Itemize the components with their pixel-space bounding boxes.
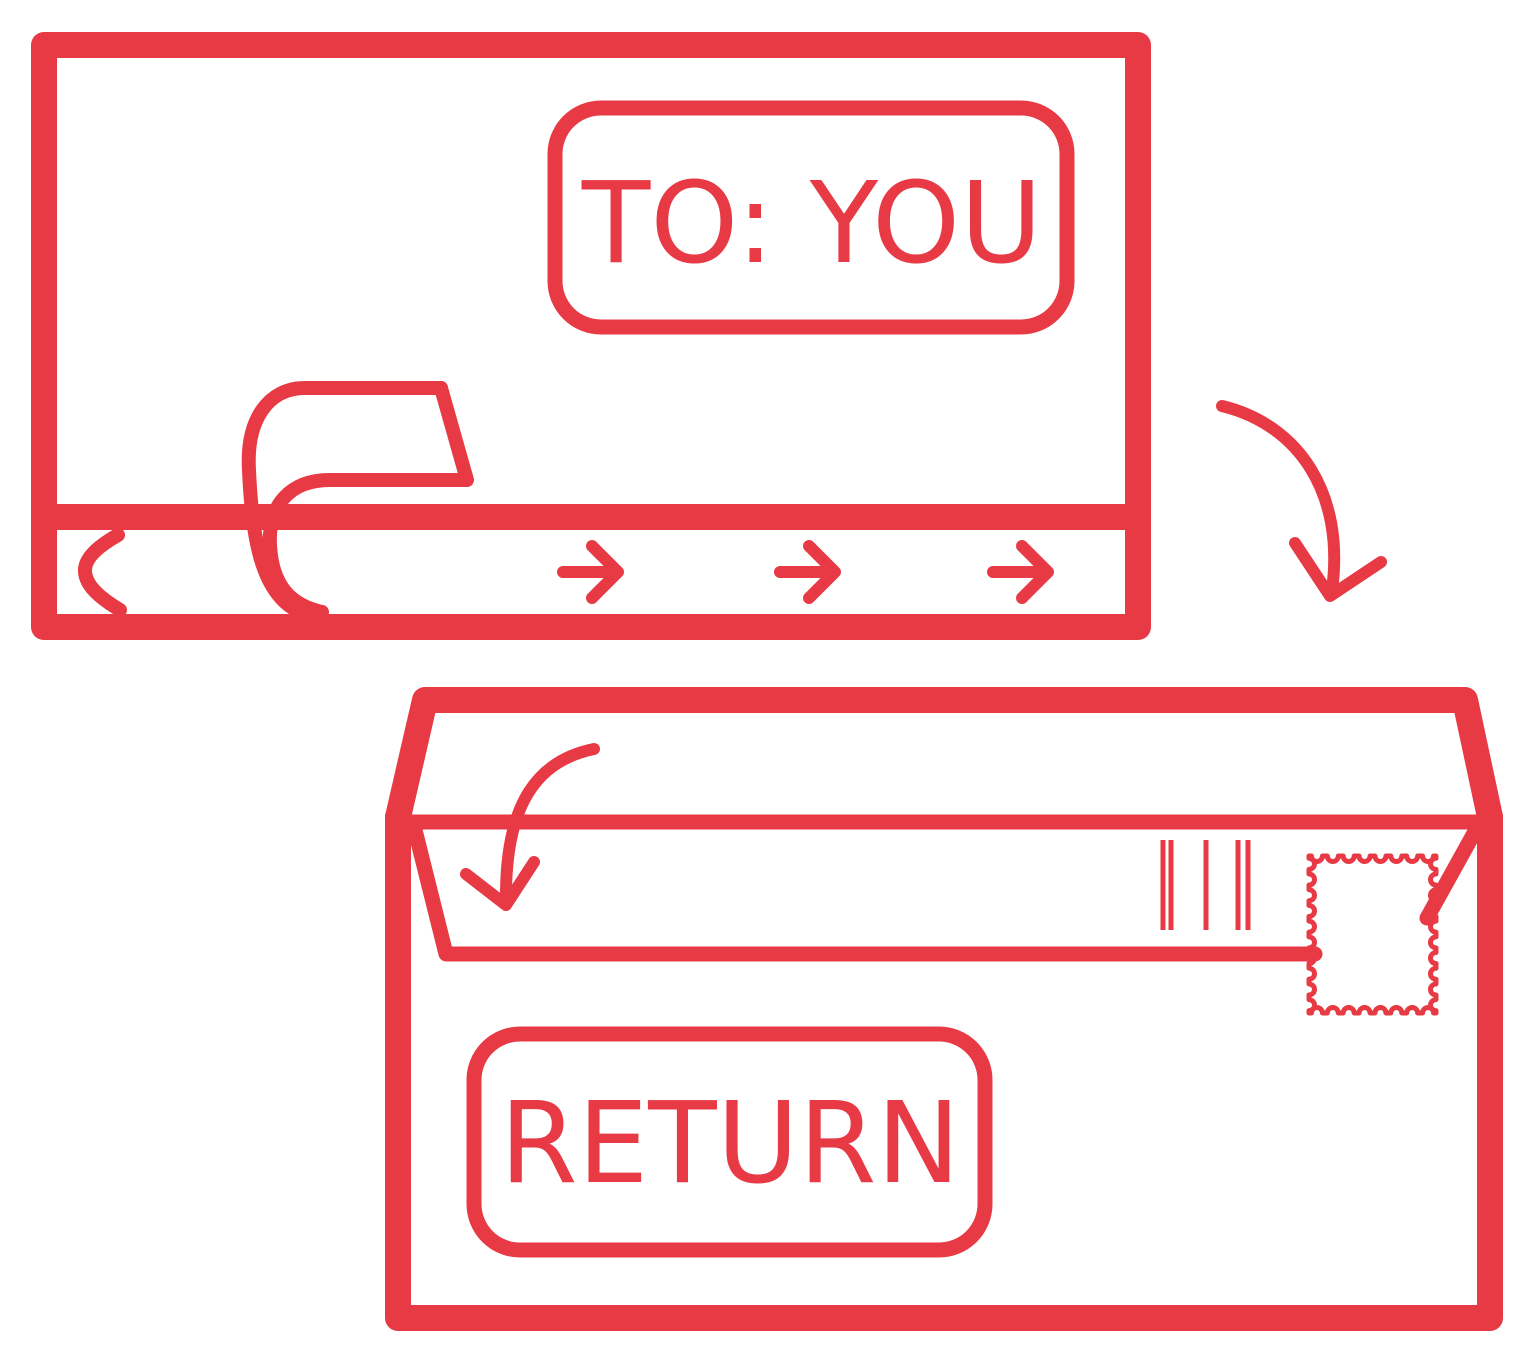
strip-arrow-3	[987, 540, 1054, 604]
arrow-right-icon	[774, 540, 841, 604]
envelope-back: RETURN	[385, 687, 1503, 1331]
curved-arrow-left-down-icon	[460, 743, 600, 911]
envelope-back-flap	[385, 687, 1503, 830]
strip-arrow-2	[774, 540, 841, 604]
envelope-back-body	[385, 804, 1503, 1331]
peel-tab-icon	[78, 381, 474, 619]
barcode-icon	[1160, 840, 1251, 930]
envelope-front: TO: YOU	[31, 32, 1151, 640]
to-you-label-text: TO: YOU	[581, 159, 1042, 289]
envelope-front-body	[31, 32, 1151, 640]
curved-arrow-down-icon	[1216, 400, 1387, 602]
envelope-back-seal-strip	[406, 818, 1323, 962]
return-label-box	[466, 1026, 993, 1258]
to-you-label-box	[547, 100, 1075, 335]
strip-arrow-1	[557, 540, 624, 604]
return-label-text: RETURN	[500, 1079, 961, 1209]
arrow-right-icon	[557, 540, 624, 604]
postage-stamp-icon	[1306, 853, 1439, 1016]
arrow-right-icon	[987, 540, 1054, 604]
